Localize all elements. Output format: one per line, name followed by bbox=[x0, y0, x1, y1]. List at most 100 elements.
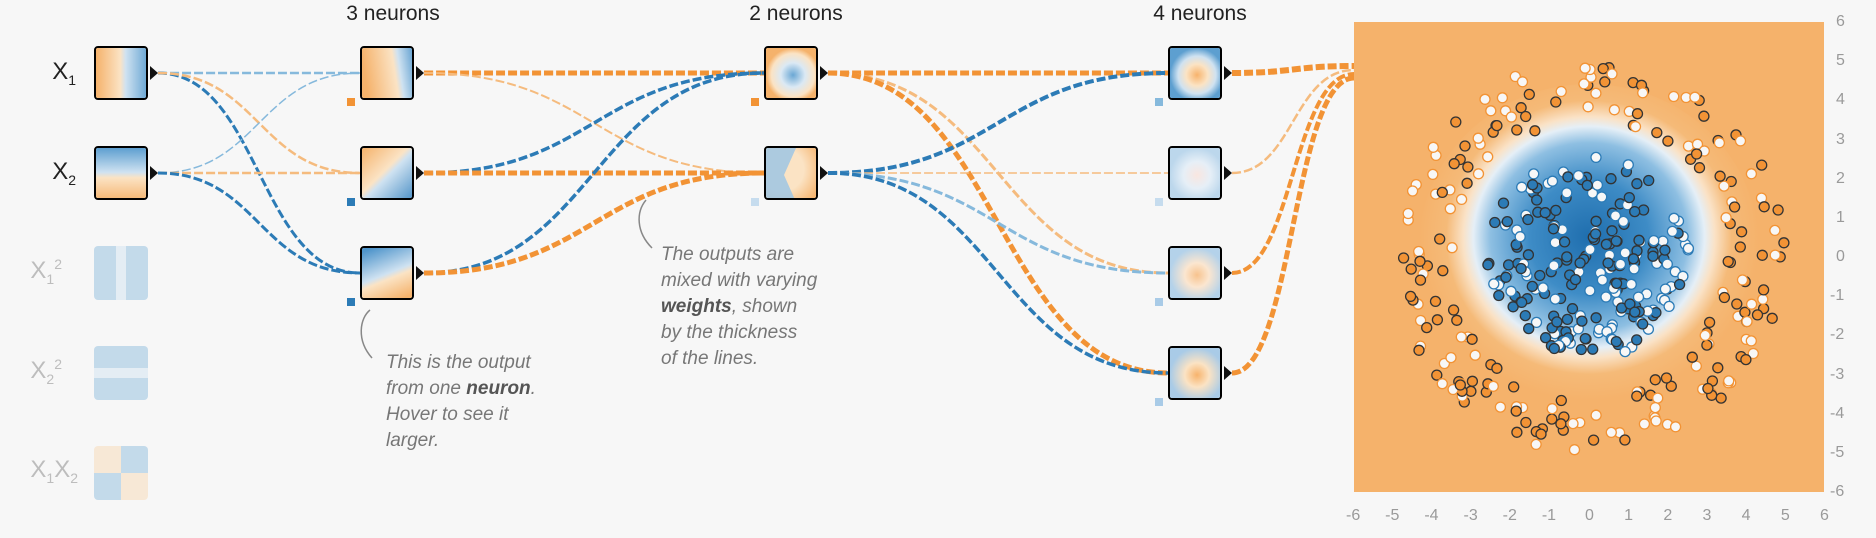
outer-point bbox=[1413, 344, 1425, 356]
outer-point bbox=[1555, 85, 1567, 98]
wire-l2-2-l3-1[interactable] bbox=[827, 71, 1169, 175]
inner-point bbox=[1572, 169, 1585, 182]
input-node-x2-squared[interactable] bbox=[94, 346, 148, 400]
outer-point bbox=[1649, 401, 1661, 414]
inner-point bbox=[1574, 257, 1586, 269]
x-tick-label: -2 bbox=[1502, 507, 1517, 524]
inner-point bbox=[1493, 289, 1505, 302]
wire-l1-3-l2-1[interactable] bbox=[423, 71, 765, 275]
neuron-l3-3[interactable] bbox=[1168, 246, 1222, 300]
outer-point bbox=[1587, 434, 1600, 446]
bias-l2-1[interactable] bbox=[751, 98, 759, 106]
outer-point bbox=[1769, 249, 1781, 261]
bias-l3-2[interactable] bbox=[1155, 198, 1163, 206]
outer-point bbox=[1516, 76, 1529, 88]
outer-point bbox=[1712, 362, 1724, 374]
x-tick-label: 3 bbox=[1702, 507, 1712, 524]
outer-point bbox=[1413, 245, 1425, 258]
output-arrow-l3-1 bbox=[1224, 66, 1232, 80]
y-tick-label: 2 bbox=[1836, 169, 1845, 187]
neuron-l1-2[interactable] bbox=[360, 146, 414, 200]
bias-l1-2[interactable] bbox=[347, 198, 355, 206]
outer-point bbox=[1650, 415, 1662, 427]
neuron-l3-2[interactable] bbox=[1168, 146, 1222, 200]
inner-point bbox=[1569, 273, 1582, 286]
bias-l1-3[interactable] bbox=[347, 298, 355, 306]
outer-point bbox=[1686, 351, 1698, 363]
neuron-l2-1[interactable] bbox=[764, 46, 818, 100]
outer-point bbox=[1718, 180, 1730, 192]
neuron-l3-4[interactable] bbox=[1168, 346, 1222, 400]
outer-point bbox=[1631, 108, 1644, 120]
inner-point bbox=[1623, 191, 1635, 204]
wire-l2-2-l3-3[interactable] bbox=[827, 171, 1169, 275]
inner-point bbox=[1558, 236, 1571, 248]
inner-point bbox=[1590, 151, 1602, 164]
input-node-x1-squared[interactable] bbox=[94, 246, 148, 300]
inner-point bbox=[1523, 322, 1535, 335]
bias-l3-1[interactable] bbox=[1155, 98, 1163, 106]
inner-point bbox=[1627, 253, 1640, 265]
outer-point bbox=[1451, 314, 1463, 326]
output-arrow-l1-1 bbox=[416, 66, 424, 80]
wire-x2-l1-1[interactable] bbox=[157, 72, 361, 174]
outer-point bbox=[1447, 304, 1460, 316]
bias-l1-1[interactable] bbox=[347, 98, 355, 106]
inner-point bbox=[1548, 342, 1560, 355]
outer-point bbox=[1546, 403, 1558, 415]
wire-l1-1-l2-2[interactable] bbox=[423, 72, 765, 174]
inner-point bbox=[1534, 269, 1546, 282]
input-node-x1x2[interactable] bbox=[94, 446, 148, 500]
wire-l3-4-out[interactable] bbox=[1231, 75, 1355, 376]
inner-point bbox=[1596, 191, 1608, 203]
wire-l2-2-l3-4[interactable] bbox=[827, 171, 1169, 375]
y-tick-label: -4 bbox=[1830, 404, 1845, 422]
bias-l2-2[interactable] bbox=[751, 198, 759, 206]
inner-point bbox=[1551, 316, 1563, 328]
wire-l2-1-l3-4[interactable] bbox=[827, 70, 1169, 376]
outer-point bbox=[1469, 349, 1481, 361]
bias-l3-4[interactable] bbox=[1155, 398, 1163, 406]
inner-point bbox=[1497, 197, 1510, 209]
wire-l1-2-l2-1[interactable] bbox=[423, 71, 765, 175]
outer-point bbox=[1523, 88, 1535, 101]
outer-point bbox=[1599, 76, 1611, 88]
outer-point bbox=[1631, 390, 1643, 402]
wire-l1-3-l2-2[interactable] bbox=[423, 170, 765, 276]
output-arrow-l2-2 bbox=[820, 166, 828, 180]
inner-point bbox=[1648, 234, 1660, 247]
inner-point bbox=[1576, 315, 1588, 327]
outer-point bbox=[1491, 362, 1503, 374]
inner-point bbox=[1537, 282, 1549, 294]
feature-label-x2: X2 bbox=[52, 158, 76, 188]
input-node-x2[interactable] bbox=[94, 146, 148, 200]
neuron-l3-1[interactable] bbox=[1168, 46, 1222, 100]
wire-l3-2-out[interactable] bbox=[1231, 68, 1355, 175]
input-node-x1[interactable] bbox=[94, 46, 148, 100]
inner-point bbox=[1579, 332, 1591, 345]
outer-point bbox=[1702, 382, 1714, 395]
neuron-l2-2[interactable] bbox=[764, 146, 818, 200]
outer-point bbox=[1668, 90, 1680, 103]
outer-point bbox=[1740, 353, 1752, 366]
inner-point bbox=[1519, 309, 1531, 322]
x-tick-label: -4 bbox=[1424, 507, 1439, 524]
output-decision-plot[interactable] bbox=[1354, 22, 1824, 492]
bias-l3-3[interactable] bbox=[1155, 298, 1163, 306]
neuron-l1-1[interactable] bbox=[360, 46, 414, 100]
inner-point bbox=[1682, 242, 1695, 255]
outer-point bbox=[1662, 135, 1674, 147]
inner-point bbox=[1522, 249, 1535, 261]
inner-point bbox=[1587, 343, 1599, 355]
outer-point bbox=[1745, 335, 1757, 347]
outer-point bbox=[1651, 126, 1663, 139]
wire-l3-1-out[interactable] bbox=[1231, 63, 1355, 76]
wire-l3-3-out[interactable] bbox=[1231, 72, 1355, 275]
outer-point bbox=[1550, 96, 1562, 108]
neuron-l1-3[interactable] bbox=[360, 246, 414, 300]
wire-x2-l1-3[interactable] bbox=[157, 171, 361, 275]
outer-point bbox=[1713, 137, 1726, 149]
y-tick-label: -2 bbox=[1830, 326, 1845, 344]
y-tick-label: 1 bbox=[1836, 208, 1845, 226]
